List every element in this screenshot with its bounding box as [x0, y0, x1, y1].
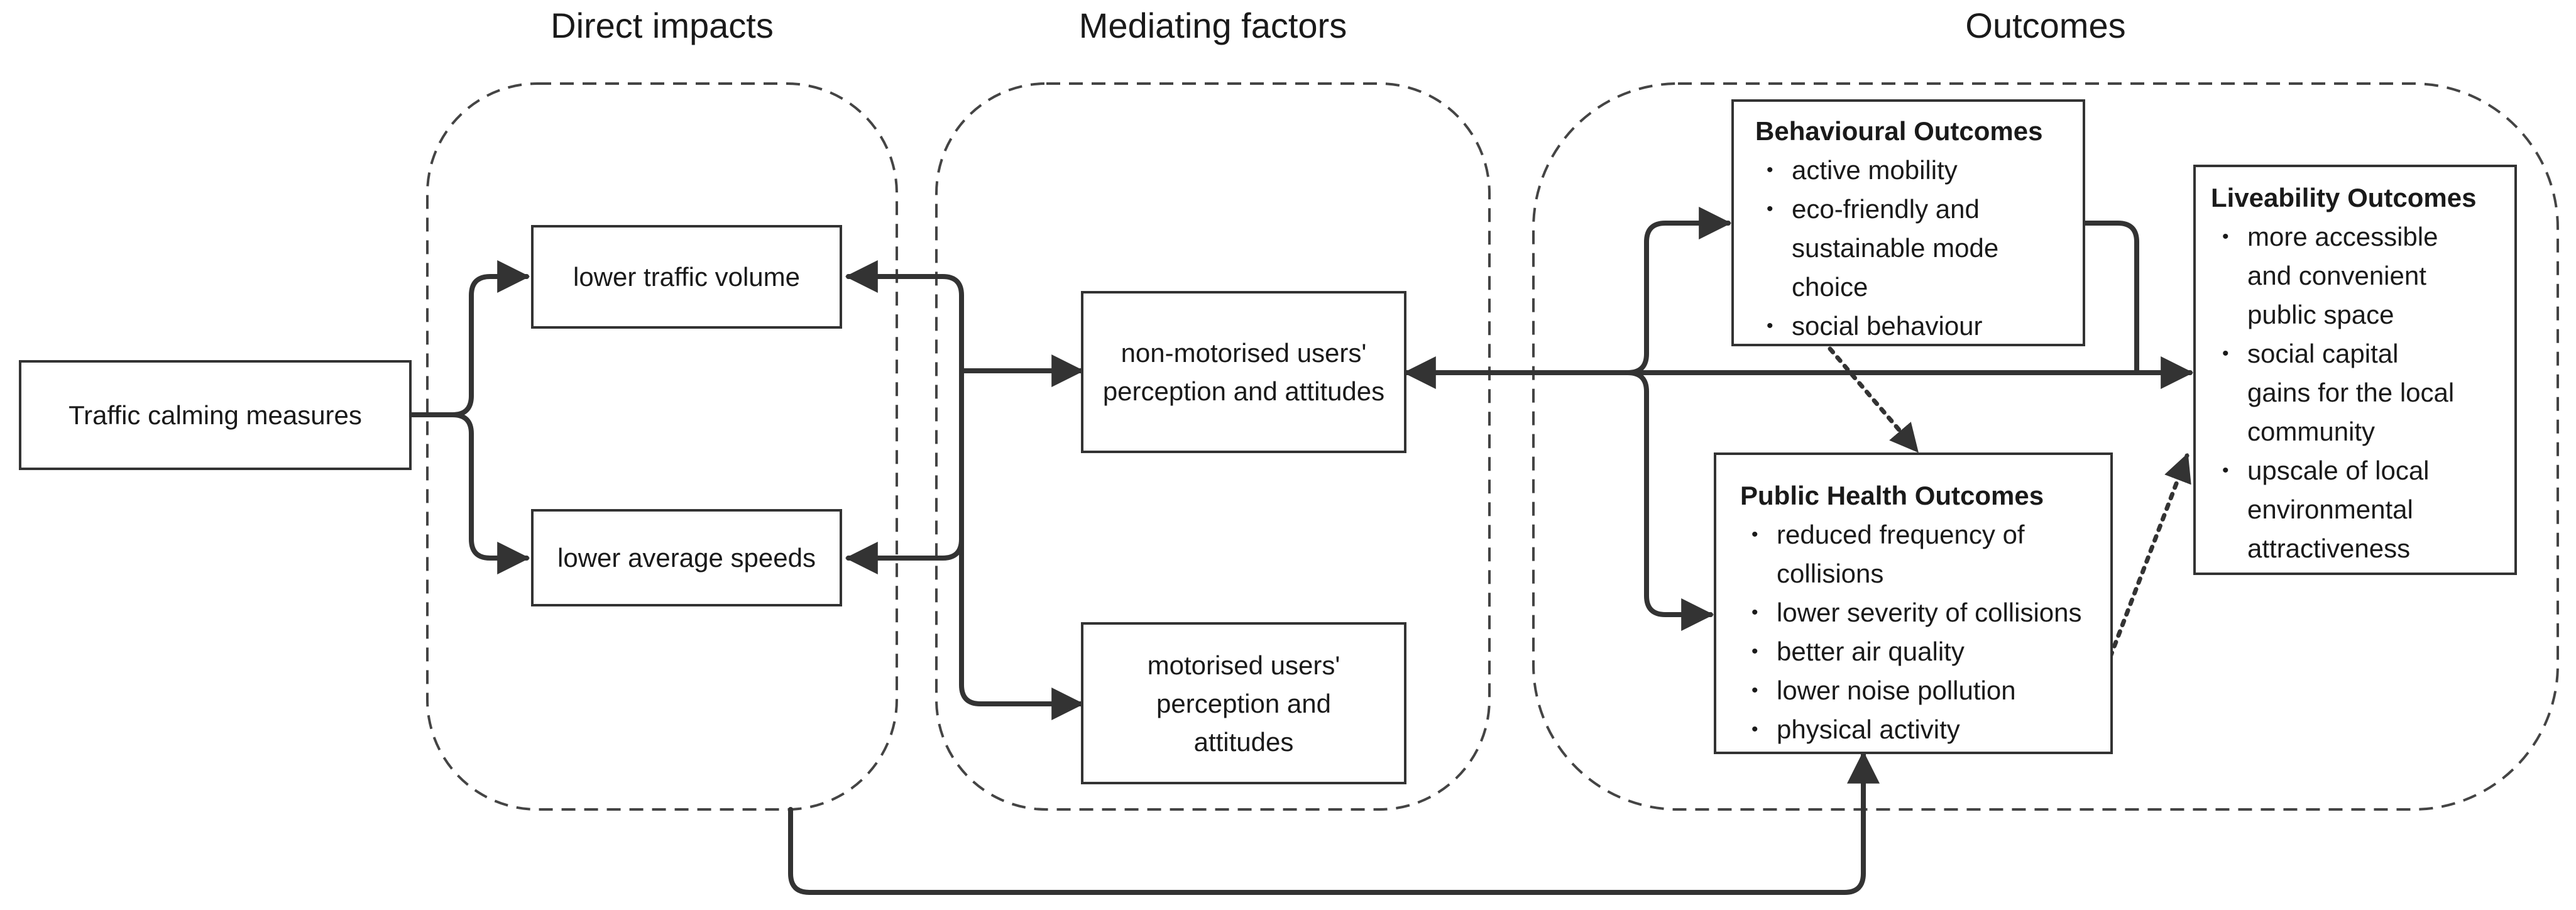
public-health-outcomes-title: Public Health Outcomes [1740, 481, 2044, 510]
list-item: social behaviour [1755, 307, 2070, 346]
behavioural-outcomes-title: Behavioural Outcomes [1755, 116, 2043, 146]
header-direct-impacts: Direct impacts [551, 6, 774, 45]
node-non-motorised-perception: non-motorised users' perception and atti… [1081, 291, 1406, 453]
node-motorised-perception: motorised users' perception and attitude… [1081, 622, 1406, 784]
list-item: active mobility [1755, 151, 2070, 190]
node-traffic-calming-label: Traffic calming measures [69, 400, 362, 430]
node-lower-traffic-volume-label: lower traffic volume [573, 262, 801, 292]
list-item: physical activity [1740, 710, 2110, 749]
node-motorised-perception-label: motorised users' perception and attitude… [1147, 650, 1340, 757]
edge-to-public-health [1625, 370, 1714, 631]
edge-junction-to-volume [845, 260, 964, 373]
header-outcomes: Outcomes [1965, 6, 2126, 45]
group-direct-impacts [426, 82, 898, 811]
edge-to-behavioural [1625, 207, 1732, 375]
group-mediating-factors [935, 82, 1491, 811]
node-non-motorised-perception-label: non-motorised users' perception and atti… [1102, 338, 1385, 406]
group-outcomes [1532, 82, 2559, 811]
list-item: social capital gains for the local commu… [2211, 334, 2461, 451]
list-item: better air quality [1740, 632, 2110, 671]
edge-behavioural-to-liveability [2083, 221, 2139, 375]
liveability-outcomes-title: Liveability Outcomes [2211, 183, 2477, 212]
dotted-behavioural-to-public-health [1828, 346, 1919, 453]
node-traffic-calming: Traffic calming measures [19, 360, 412, 470]
header-mediating-factors: Mediating factors [1078, 6, 1347, 45]
list-item: lower severity of collisions [1740, 593, 2110, 632]
liveability-outcomes-list: more accessible and convenient public sp… [2211, 217, 2506, 568]
list-item: lower noise pollution [1740, 671, 2110, 710]
public-health-outcomes-box: Public Health Outcomes reduced frequency… [1714, 452, 2113, 754]
dotted-public-health-to-liveability [2108, 452, 2191, 659]
public-health-outcomes-list: reduced frequency of collisions lower se… [1740, 515, 2110, 749]
edge-junction-to-speeds [845, 368, 964, 574]
node-lower-average-speeds-label: lower average speeds [557, 543, 816, 573]
list-item: upscale of local environmental attractiv… [2211, 451, 2461, 568]
edge-junction-to-motorised [959, 368, 1085, 720]
list-item: more accessible and convenient public sp… [2211, 217, 2461, 334]
edge-direct-to-public-health [788, 750, 1880, 895]
edge-calming-to-speeds [409, 412, 530, 574]
behavioural-outcomes-list: active mobility eco-friendly and sustain… [1755, 151, 2070, 346]
behavioural-outcomes-box: Behavioural Outcomes active mobility eco… [1731, 99, 2085, 346]
list-item: reduced frequency of collisions [1740, 515, 2041, 593]
list-item: eco-friendly and sustainable mode choice [1755, 190, 2005, 307]
node-lower-traffic-volume: lower traffic volume [531, 225, 842, 329]
node-lower-average-speeds: lower average speeds [531, 509, 842, 606]
edge-calming-to-volume [409, 260, 530, 417]
liveability-outcomes-box: Liveability Outcomes more accessible and… [2193, 165, 2517, 575]
